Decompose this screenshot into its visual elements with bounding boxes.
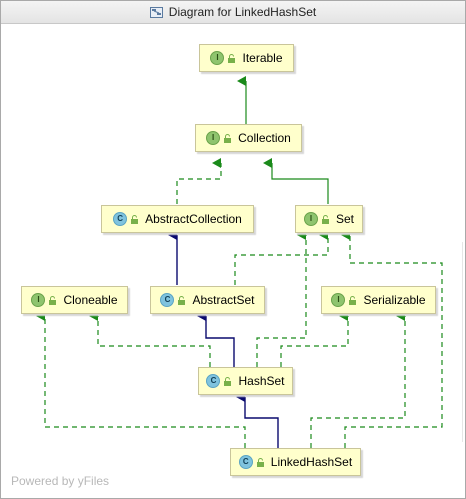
edge-hashset-set — [256, 230, 307, 367]
powered-by-label: Powered by yFiles — [11, 474, 110, 488]
diagram-edges — [36, 76, 443, 448]
edge-abstractset-set — [234, 230, 329, 285]
node-label: Cloneable — [63, 293, 118, 307]
node-iterable[interactable]: I Iterable — [199, 44, 294, 72]
class-icon: C — [113, 212, 128, 226]
node-label: Serializable — [363, 293, 426, 307]
diagram-canvas[interactable]: I Iterable I Collection C AbstractCollec… — [1, 24, 465, 498]
interface-icon: I — [206, 131, 221, 145]
class-icon: C — [160, 293, 175, 307]
window-titlebar[interactable]: Diagram for LinkedHashSet — [1, 1, 465, 24]
node-abstract-set[interactable]: C AbstractSet — [150, 286, 265, 314]
public-lock-icon — [223, 133, 232, 143]
node-abstract-collection[interactable]: C AbstractCollection — [101, 205, 254, 233]
public-lock-icon — [177, 295, 186, 305]
interface-icon: I — [331, 293, 346, 307]
node-linked-hash-set[interactable]: C LinkedHashSet — [230, 448, 361, 476]
window-title: Diagram for LinkedHashSet — [168, 5, 317, 19]
public-lock-icon — [227, 53, 236, 63]
node-label: Set — [335, 212, 354, 226]
node-label: Iterable — [242, 51, 283, 65]
node-set[interactable]: I Set — [295, 205, 363, 233]
node-label: AbstractSet — [192, 293, 255, 307]
edge-abstractcollection-collection — [176, 158, 222, 204]
node-hash-set[interactable]: C HashSet — [198, 367, 293, 395]
public-lock-icon — [48, 295, 57, 305]
node-cloneable[interactable]: I Cloneable — [21, 286, 128, 314]
public-lock-icon — [321, 214, 330, 224]
diagram-icon — [149, 6, 163, 18]
interface-icon: I — [31, 293, 46, 307]
edge-set-collection — [263, 158, 329, 204]
node-label: Collection — [238, 131, 291, 145]
edge-linkedhashset-serializable — [310, 311, 406, 448]
node-label: LinkedHashSet — [270, 455, 353, 469]
edge-hashset-serializable — [280, 311, 349, 367]
edge-linkedhashset-hashset — [236, 392, 279, 448]
public-lock-icon — [130, 214, 139, 224]
node-serializable[interactable]: I Serializable — [321, 286, 436, 314]
node-label: AbstractCollection — [145, 212, 242, 226]
edge-linkedhashset-cloneable — [36, 311, 246, 448]
class-icon: C — [206, 374, 221, 388]
public-lock-icon — [256, 457, 265, 467]
public-lock-icon — [348, 295, 357, 305]
public-lock-icon — [223, 376, 232, 386]
edge-hashset-cloneable — [89, 311, 211, 367]
edge-linkedhashset-set — [341, 230, 443, 448]
class-icon: C — [238, 455, 253, 469]
interface-icon: I — [303, 212, 318, 226]
interface-icon: I — [210, 51, 225, 65]
edge-hashset-abstractset — [197, 311, 235, 367]
node-label: HashSet — [238, 374, 285, 388]
node-collection[interactable]: I Collection — [195, 124, 302, 152]
scroll-edge — [462, 242, 466, 442]
